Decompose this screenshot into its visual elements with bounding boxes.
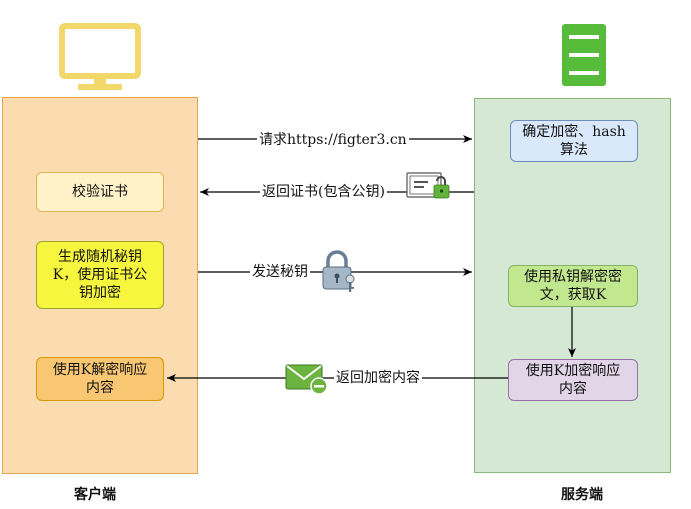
padlock-key-icon [322,250,355,292]
generate-key-line-3: 钥加密 [79,285,121,301]
generate-key-line-2: K，使用证书公 [52,267,148,283]
choose-algorithm-box: 确定加密、hash 算法 [510,120,638,162]
server-encrypt-line-2: 内容 [559,381,587,397]
server-decrypt-key-line-2: 文，获取K [539,287,607,303]
certificate-lock-icon [406,172,450,199]
server-decrypt-key-box: 使用私钥解密密 文，获取K [508,265,638,307]
monitor-icon [59,23,141,90]
generate-key-box: 生成随机秘钥 K，使用证书公 钥加密 [36,241,164,309]
server-encrypt-box: 使用K加密响应 内容 [508,359,638,401]
server-icon [562,24,606,86]
request-label: 请求https://figter3.cn [257,131,409,149]
client-decrypt-line-2: 内容 [86,380,114,396]
server-lane-label: 服务端 [561,487,603,503]
generate-key-line-1: 生成随机秘钥 [58,249,142,265]
server-encrypt-line-1: 使用K加密响应 [525,363,621,379]
server-decrypt-key-line-1: 使用私钥解密密 [524,269,622,285]
verify-certificate-label: 校验证书 [72,184,128,200]
client-lane-label: 客户端 [74,487,116,503]
client-decrypt-line-1: 使用K解密响应 [52,362,148,378]
return-content-label: 返回加密内容 [334,369,422,387]
choose-algorithm-line-1: 确定加密、hash [522,124,626,140]
send-key-label: 发送秘钥 [250,263,310,281]
client-decrypt-box: 使用K解密响应 内容 [36,357,164,401]
choose-algorithm-line-2: 算法 [559,142,588,158]
verify-certificate-box: 校验证书 [36,172,164,212]
envelope-icon [285,364,328,395]
return-certificate-label: 返回证书(包含公钥) [260,183,387,201]
